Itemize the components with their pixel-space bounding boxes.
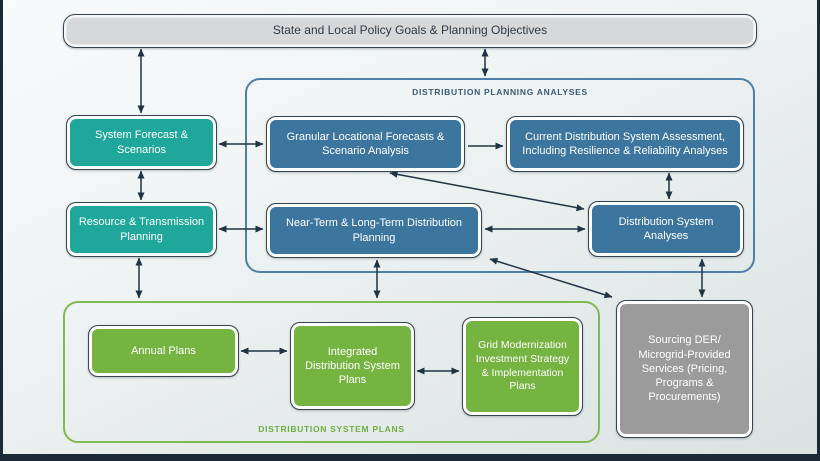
distribution-system-plans-label: DISTRIBUTION SYSTEM PLANS xyxy=(258,424,405,434)
grid-mod-strategy-box: Grid Modernization Investment Strategy &… xyxy=(462,317,583,416)
integrated-plans-box: Integrated Distribution System Plans xyxy=(290,322,415,410)
granular-forecasts-box: Granular Locational Forecasts & Scenario… xyxy=(266,116,465,172)
system-analyses-box: Distribution System Analyses xyxy=(588,201,744,257)
arrow-granular-system-analyses xyxy=(389,170,585,212)
policy-goals-box: State and Local Policy Goals & Planning … xyxy=(63,14,757,48)
sourcing-der-box: Sourcing DER/ Microgrid-Provided Service… xyxy=(616,300,753,438)
distribution-planning-analyses-label: DISTRIBUTION PLANNING ANALYSES xyxy=(412,87,588,97)
system-forecast-box: System Forecast & Scenarios xyxy=(66,115,217,170)
annual-plans-box: Annual Plans xyxy=(88,325,239,377)
current-assessment-box: Current Distribution System Assessment, … xyxy=(506,116,744,172)
arrow-near-term-sourcing xyxy=(489,257,613,299)
distribution-system-plans-container: DISTRIBUTION SYSTEM PLANS xyxy=(63,301,600,443)
near-term-planning-box: Near-Term & Long-Term Distribution Plann… xyxy=(266,203,482,258)
resource-transmission-box: Resource & Transmission Planning xyxy=(66,202,217,257)
